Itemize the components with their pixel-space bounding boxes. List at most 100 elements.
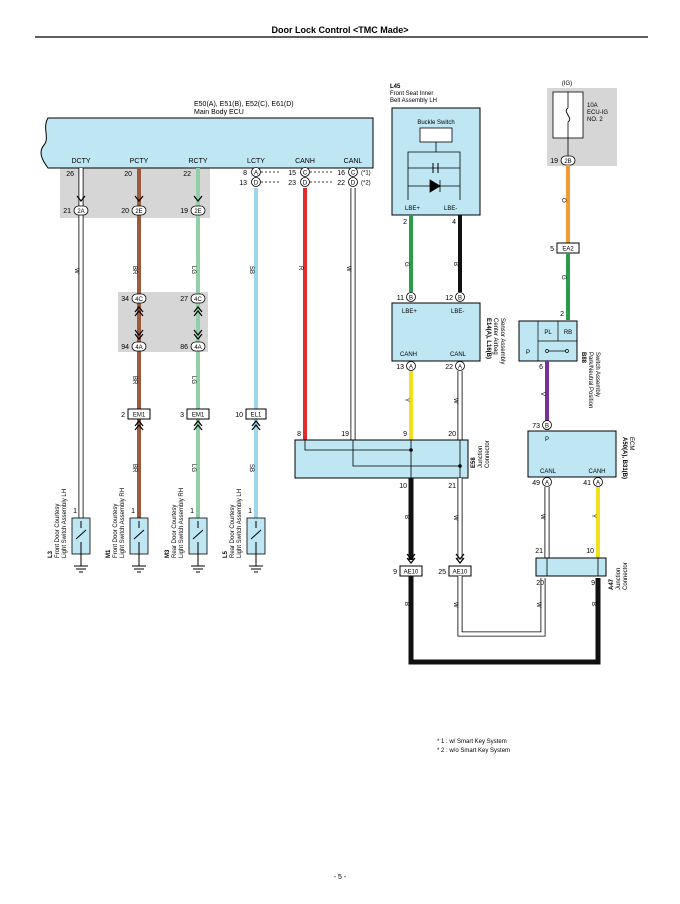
conn-2e-a-label: 2E <box>135 209 142 215</box>
j58-label: E58 Junction Connector <box>471 440 491 468</box>
park-rb: RB <box>564 330 572 336</box>
seatbelt-ref: L45 <box>390 84 401 90</box>
term-dcty: DCTY <box>71 158 90 165</box>
pin-86: 86 <box>180 344 188 351</box>
j58-canh-bus <box>304 440 411 451</box>
seatbelt-pin1: 2 <box>403 219 407 226</box>
conn-em1-b-label: EM1 <box>192 413 205 419</box>
a47-box <box>535 557 607 577</box>
svg-text:Center Airbag: Center Airbag <box>492 318 498 355</box>
wc-airbag-canh: Y <box>403 398 409 402</box>
ecu-ref: E50(A), E51(B), E52(C), E61(D) <box>194 101 294 108</box>
note-smart-key: * 1 : w/ Smart Key System <box>437 739 507 745</box>
svg-text:B88: B88 <box>580 352 586 364</box>
svg-text:Front Door Courtesy: Front Door Courtesy <box>55 504 61 558</box>
j58-canl-bus <box>352 440 460 467</box>
conn-d-lcty <box>251 177 261 187</box>
seatbelt-pin2: 4 <box>452 219 456 226</box>
chevron-ae10-b-icon <box>455 553 465 564</box>
chevron-el1-icon <box>251 420 261 431</box>
svg-text:Light Switch Assembly LH: Light Switch Assembly LH <box>237 489 243 558</box>
svg-text:ECM: ECM <box>628 437 634 450</box>
conn-c-canh-label: C <box>303 171 308 177</box>
chevron-down-pcty-icon <box>134 329 144 340</box>
svg-text:Light Switch Assembly LH: Light Switch Assembly LH <box>62 489 68 558</box>
conn-c-canl <box>348 167 358 177</box>
chevron-pcty-icon <box>134 195 144 202</box>
fuse-name1: ECU-IG <box>587 110 608 116</box>
svg-text:L5: L5 <box>223 550 229 558</box>
pin-34: 34 <box>121 296 129 303</box>
ecm-term-canl: CANL <box>540 469 557 475</box>
conn-el1-label: EL1 <box>251 413 262 419</box>
conn-4c-a-label: 4C <box>135 297 143 303</box>
wc-loop-b-right: B <box>590 602 596 606</box>
j58-pin-19: 19 <box>341 431 349 438</box>
ecm-pin-41: 41 <box>583 480 591 487</box>
j58-node-b <box>458 464 462 468</box>
chevron-up-pcty-icon <box>134 306 144 317</box>
ecm-term-p: P <box>545 437 549 443</box>
a47-pin-21: 21 <box>535 548 543 555</box>
conn-2e-a <box>131 205 147 216</box>
conn-em1-b <box>186 408 210 420</box>
label-l3: L3 Front Door Courtesy Light Switch Asse… <box>48 489 68 558</box>
pin-pcty: 20 <box>124 171 132 178</box>
svg-text:Front Door Courtesy: Front Door Courtesy <box>113 504 119 558</box>
svg-text:Light Switch Assembly RH: Light Switch Assembly RH <box>179 488 185 558</box>
pin-canh-c: 15 <box>288 170 296 177</box>
pin-21: 21 <box>63 208 71 215</box>
conn-ae10-b-label: AE10 <box>453 570 468 576</box>
switch-m1-pin: 1 <box>131 508 135 515</box>
ecm-label: A50(A), B31(B) ECM <box>621 437 634 479</box>
buckle-switch-label: Buckle Switch <box>417 120 454 126</box>
center-airbag-box <box>391 302 481 362</box>
buckle-wire-a <box>407 142 437 200</box>
conn-4a-b-label: 4A <box>194 345 201 351</box>
note-star1: (*1) <box>361 171 371 177</box>
park-pin-6: 6 <box>539 364 543 371</box>
pin-19: 19 <box>180 208 188 215</box>
wc-loop-b-left: B <box>403 602 409 606</box>
wc-orange: O <box>560 198 566 203</box>
wire-bottom-loop-w <box>458 576 545 636</box>
conn-ecm-a1 <box>542 477 552 487</box>
airbag-lbe-plus: LBE+ <box>402 309 417 315</box>
park-p: P <box>526 350 530 356</box>
seatbelt-lbe-minus: LBE- <box>444 206 457 212</box>
park-contact-b <box>565 349 569 353</box>
wire-bottom-loop-w-outline <box>457 576 546 637</box>
main-body-ecu-box <box>40 117 374 169</box>
j58-pin-21: 21 <box>448 483 456 490</box>
svg-text:Light Switch Assembly RH: Light Switch Assembly RH <box>120 488 126 558</box>
buckle-wire-b <box>436 151 461 200</box>
pin-rcty: 22 <box>183 171 191 178</box>
airbag-label: E14(A), L16(B) Center Airbag Sensor Asse… <box>485 318 505 364</box>
seatbelt-line2: Belt Assembly LH <box>390 98 437 104</box>
conn-ecm-b-label: B <box>545 424 549 430</box>
fuse-icon <box>565 107 571 123</box>
seatbelt-line1: Front Seat Inner <box>390 91 433 97</box>
note-no-smart-key: * 2 : w/o Smart Key System <box>437 748 510 754</box>
conn-d-canl <box>348 177 358 187</box>
ecm-term-canh: CANH <box>588 469 605 475</box>
pin-dcty: 26 <box>66 171 74 178</box>
a47-label: A47 Junction Connector <box>609 562 629 590</box>
term-lcty: LCTY <box>247 158 265 165</box>
page-number: - 5 - <box>334 874 347 881</box>
pin-canl-c: 16 <box>337 170 345 177</box>
wc-lcty: SB <box>248 266 254 274</box>
conn-b-11 <box>406 292 416 302</box>
conn-ecm-b <box>542 420 552 430</box>
conn-ea2-label: EA2 <box>562 247 574 253</box>
wc-rcty-3: LG <box>190 464 196 472</box>
fuse-name2: NO. 2 <box>587 117 603 123</box>
label-m1: M1 Front Door Courtesy Light Switch Asse… <box>106 488 126 558</box>
airbag-lbe-minus: LBE- <box>451 309 464 315</box>
term-canl: CANL <box>344 158 363 165</box>
a47-pin-10: 10 <box>586 548 594 555</box>
conn-el1 <box>245 408 267 420</box>
pin-13: 13 <box>396 364 404 371</box>
svg-text:M3: M3 <box>165 549 171 558</box>
conn-4a-b <box>190 341 206 352</box>
